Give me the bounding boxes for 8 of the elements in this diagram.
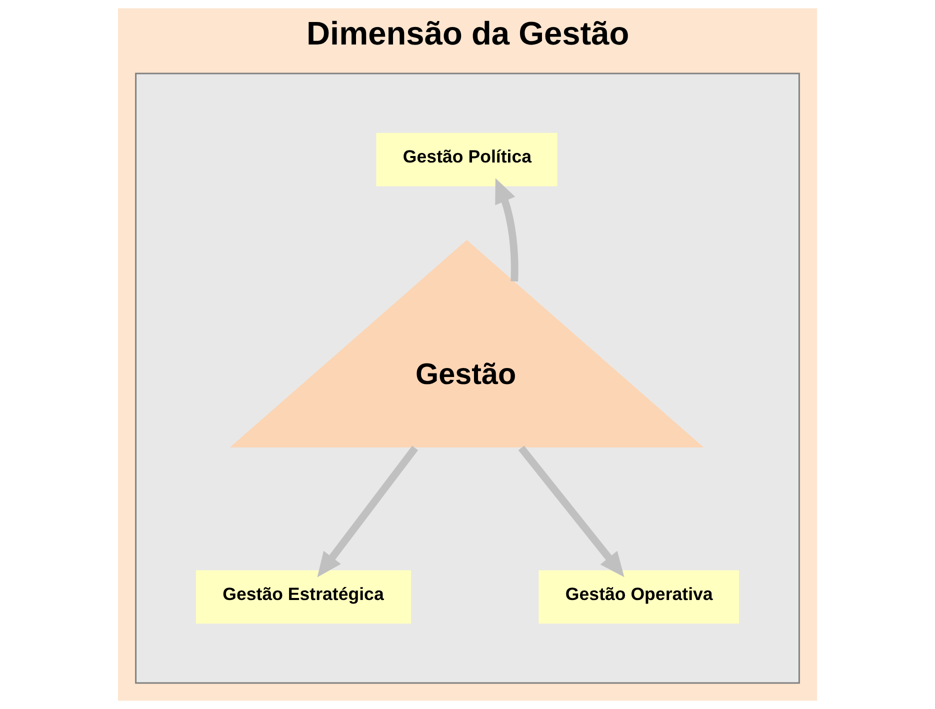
cluster — [135, 72, 800, 684]
node-box: Gestão Política — [376, 132, 558, 186]
node-box: Gestão Operativa — [538, 570, 740, 624]
arrow — [495, 178, 518, 282]
node-box: Gestão Estratégica — [196, 570, 412, 624]
diagram-title: Dimensão da Gestão — [306, 14, 630, 52]
arrow — [317, 446, 418, 578]
arrow — [518, 446, 624, 578]
